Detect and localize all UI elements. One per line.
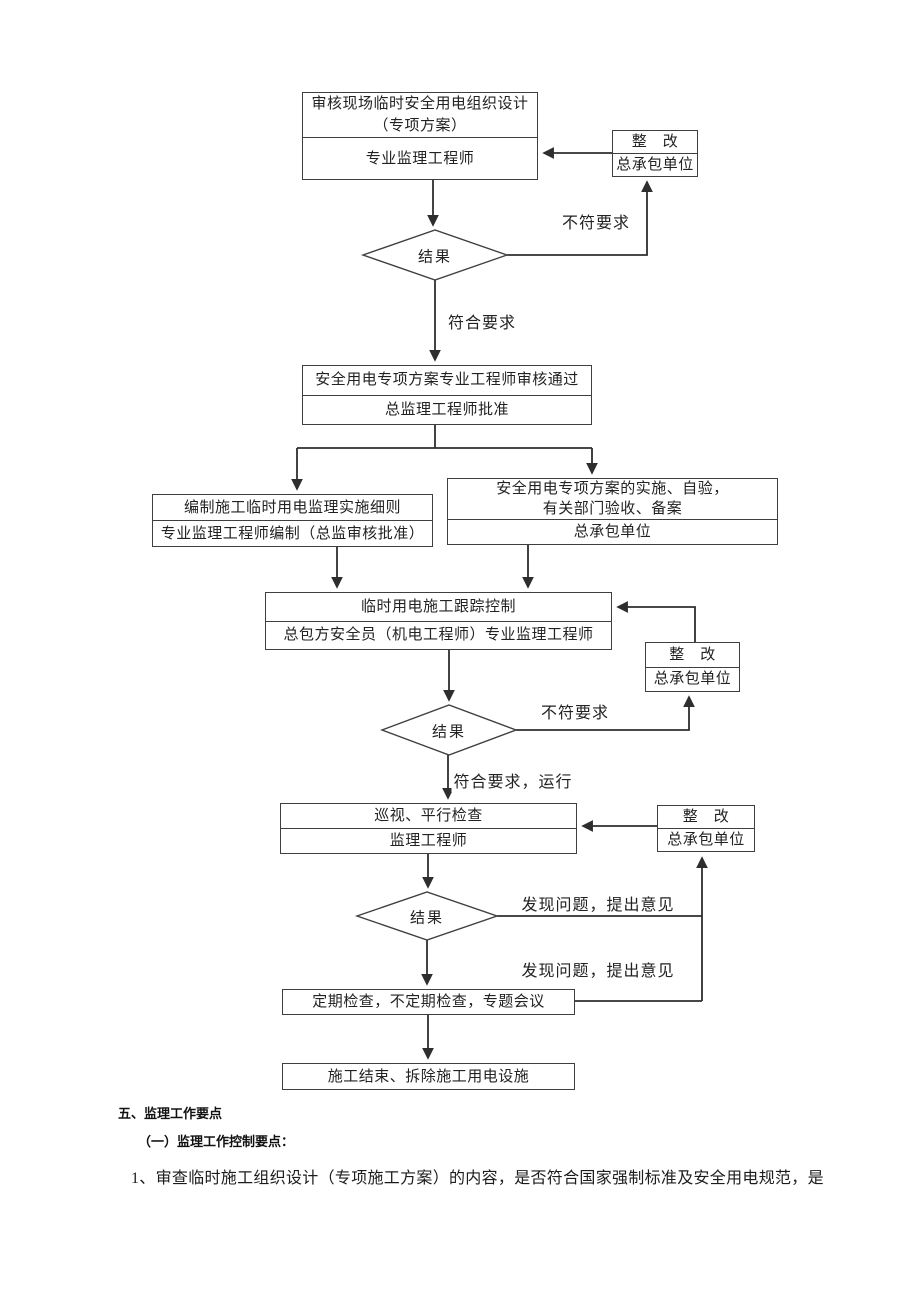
- decision-2-shape: [379, 704, 519, 756]
- node-rules: 编制施工临时用电监理实施细则 专业监理工程师编制（总监审核批准）: [152, 494, 433, 547]
- node-rectify-3-actor: 总承包单位: [658, 828, 754, 851]
- node-implement-actor: 总承包单位: [448, 519, 777, 544]
- node-tracking: 临时用电施工跟踪控制 总包方安全员（机电工程师）专业监理工程师: [265, 592, 612, 650]
- node-patrol-task: 巡视、平行检查: [374, 808, 483, 824]
- node-patrol: 巡视、平行检查 监理工程师: [280, 803, 577, 854]
- edge-rectify2-to-tracking: [616, 601, 696, 642]
- node-rules-actor: 专业监理工程师编制（总监审核批准）: [153, 520, 432, 546]
- node-review-task: 审核现场临时安全用电组织设计 （专项方案）: [303, 93, 537, 137]
- edge-result1-to-rectify1: [507, 180, 653, 256]
- node-rules-task: 编制施工临时用电监理实施细则: [183, 499, 401, 516]
- node-rectify-3: 整 改 总承包单位: [657, 805, 755, 852]
- edge-label-issue-2: 发现问题，提出意见: [519, 957, 677, 981]
- node-rectify-3-title: 整 改: [682, 809, 730, 825]
- node-rectify-2-title: 整 改: [669, 646, 716, 663]
- node-tracking-task: 临时用电施工跟踪控制: [360, 598, 516, 615]
- node-patrol-actor: 监理工程师: [281, 828, 576, 853]
- edge-label-issue-1: 发现问题，提出意见: [519, 891, 677, 915]
- node-finish: 施工结束、拆除施工用电设施: [282, 1063, 575, 1090]
- section-heading: 五、监理工作要点: [118, 1106, 223, 1121]
- node-periodic-task: 定期检查，不定期检查，专题会议: [312, 994, 545, 1010]
- edge-label-pass-1: 符合要求: [445, 309, 519, 333]
- body-paragraph: 1、审查临时施工组织设计（专项施工方案）的内容，是否符合国家强制标准及安全用电规…: [131, 1170, 824, 1187]
- node-implement-task: 安全用电专项方案的实施、自验， 有关部门验收、备案: [448, 479, 777, 519]
- node-review-line1: 审核现场临时安全用电组织设计: [311, 96, 529, 112]
- edge-label-pass-2: 符合要求，运行: [451, 768, 575, 792]
- node-rectify-2-actor: 总承包单位: [646, 666, 739, 692]
- node-rectify-1-title: 整 改: [631, 134, 679, 150]
- node-review-actor: 专业监理工程师: [303, 137, 537, 179]
- edge-label-fail-1: 不符要求: [559, 209, 633, 233]
- edge-label-fail-2: 不符要求: [538, 699, 612, 723]
- node-finish-task: 施工结束、拆除施工用电设施: [327, 1068, 530, 1085]
- node-rectify-1-actor: 总承包单位: [613, 153, 697, 176]
- node-implement-line2: 有关部门验收、备案: [542, 501, 683, 517]
- node-review: 审核现场临时安全用电组织设计 （专项方案） 专业监理工程师: [302, 92, 538, 180]
- node-approve-task: 安全用电专项方案专业工程师审核通过: [315, 372, 579, 389]
- decision-3-label: 结果: [409, 910, 445, 927]
- node-rectify-2: 整 改 总承包单位: [645, 642, 740, 692]
- node-tracking-actor: 总包方安全员（机电工程师）专业监理工程师: [266, 620, 611, 650]
- decision-3-shape: [354, 891, 500, 941]
- subsection-heading: （一）监理工作控制要点：: [138, 1134, 295, 1149]
- node-implement-line1: 安全用电专项方案的实施、自验，: [496, 481, 729, 497]
- node-approve-actor: 总监理工程师批准: [303, 394, 591, 425]
- decision-2-label: 结果: [431, 724, 467, 741]
- node-implement: 安全用电专项方案的实施、自验， 有关部门验收、备案 总承包单位: [447, 478, 778, 545]
- decision-1-label: 结果: [417, 249, 453, 266]
- node-review-line2: （专项方案）: [373, 118, 467, 134]
- node-periodic: 定期检查，不定期检查，专题会议: [282, 989, 575, 1015]
- edge-result2-to-rectify2: [516, 695, 695, 731]
- node-rectify-1: 整 改 总承包单位: [612, 130, 698, 177]
- node-approve: 安全用电专项方案专业工程师审核通过 总监理工程师批准: [302, 365, 592, 425]
- decision-1-shape: [360, 229, 510, 281]
